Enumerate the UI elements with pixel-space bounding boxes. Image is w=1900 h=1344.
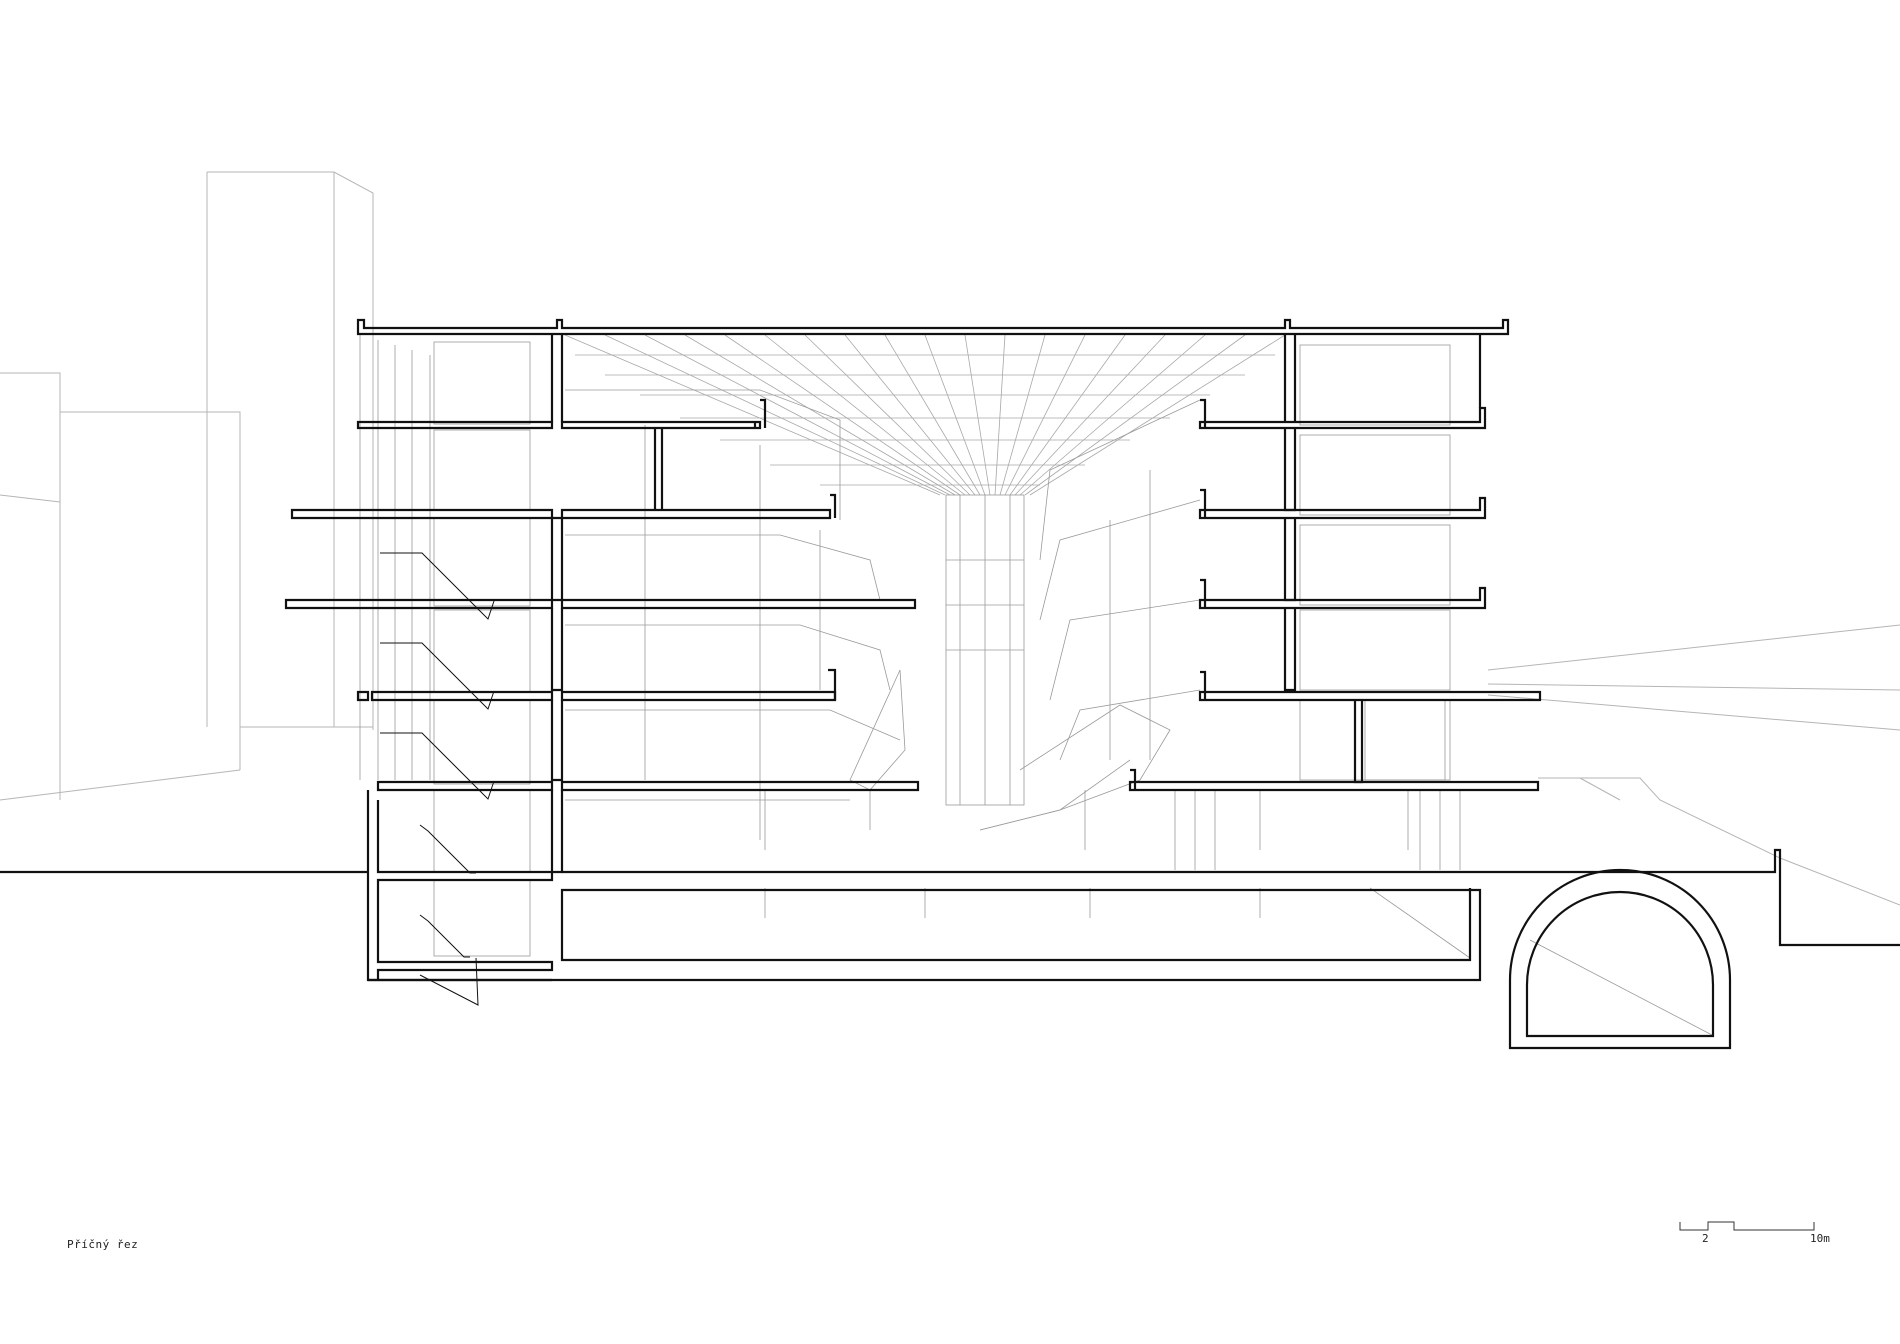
stair-flights	[380, 552, 495, 1006]
context-buildings	[0, 171, 1900, 906]
scale-bar	[1679, 1221, 1815, 1231]
atrium-roof-grid	[564, 334, 1286, 496]
scale-label-end: 10m	[1810, 1232, 1830, 1245]
drawing-caption: Příčný řez	[67, 1238, 139, 1251]
scale-label-start: 2	[1702, 1232, 1709, 1245]
section-cut	[0, 318, 1900, 1050]
interior-projection	[359, 335, 1713, 1036]
